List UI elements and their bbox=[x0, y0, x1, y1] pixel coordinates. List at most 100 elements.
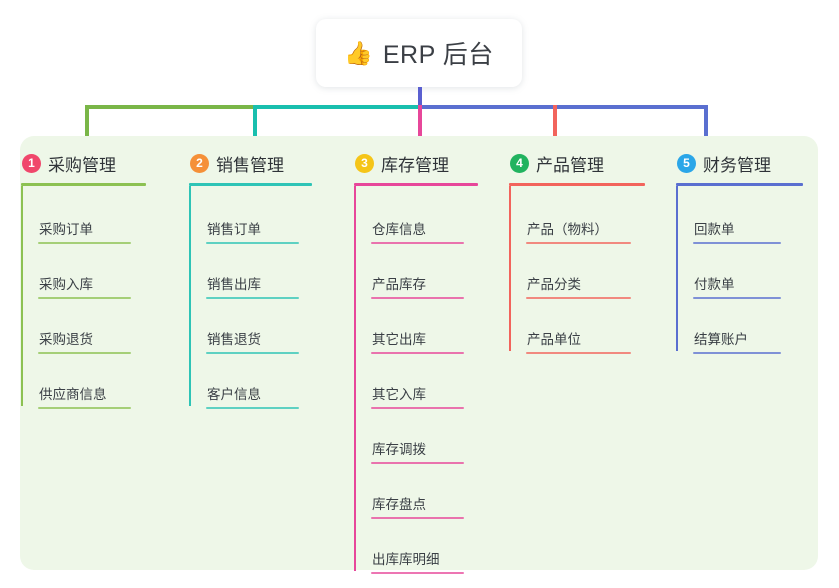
column-title-product: 产品管理 bbox=[536, 155, 604, 175]
segment-teal bbox=[253, 105, 420, 109]
column-spine-finance bbox=[676, 186, 678, 351]
column-title-finance: 财务管理 bbox=[703, 155, 771, 175]
menu-item-label: 采购退货 bbox=[39, 332, 93, 347]
menu-item[interactable]: 采购入库 bbox=[21, 244, 146, 299]
menu-item-rule bbox=[526, 297, 631, 299]
menu-item-rule bbox=[371, 297, 464, 299]
menu-item-rule bbox=[206, 242, 299, 244]
menu-item-rule bbox=[693, 242, 781, 244]
root-node[interactable]: 👍 ERP 后台 bbox=[316, 19, 522, 87]
column-items-sales: 销售订单销售出库销售退货客户信息 bbox=[189, 186, 312, 409]
menu-item[interactable]: 产品单位 bbox=[509, 299, 645, 354]
root-stem-connector bbox=[418, 87, 422, 107]
column-title-inventory: 库存管理 bbox=[381, 155, 449, 175]
menu-item-label: 产品单位 bbox=[527, 332, 581, 347]
column-header-purchasing[interactable]: 1 采购管理 bbox=[21, 150, 146, 176]
menu-item-label: 客户信息 bbox=[207, 387, 261, 402]
badge-number-product: 4 bbox=[510, 153, 529, 173]
menu-item[interactable]: 销售退货 bbox=[189, 299, 312, 354]
badge-number-finance: 5 bbox=[677, 153, 696, 173]
menu-item-rule bbox=[526, 242, 631, 244]
menu-item-rule bbox=[206, 297, 299, 299]
root-title: ERP 后台 bbox=[382, 41, 494, 69]
menu-item-rule bbox=[371, 572, 464, 574]
column-spine-sales bbox=[189, 186, 191, 406]
column-items-purchasing: 采购订单采购入库采购退货供应商信息 bbox=[21, 186, 146, 409]
menu-item[interactable]: 仓库信息 bbox=[354, 189, 478, 244]
menu-item[interactable]: 产品（物料） bbox=[509, 189, 645, 244]
menu-item[interactable]: 产品分类 bbox=[509, 244, 645, 299]
menu-item[interactable]: 客户信息 bbox=[189, 354, 312, 409]
menu-item[interactable]: 采购退货 bbox=[21, 299, 146, 354]
menu-item-rule bbox=[693, 352, 781, 354]
segment-blue bbox=[418, 105, 708, 109]
column-header-finance[interactable]: 5 财务管理 bbox=[676, 150, 803, 176]
column-finance: 5 财务管理回款单付款单结算账户 bbox=[676, 150, 803, 354]
drop-product bbox=[553, 105, 557, 149]
menu-item-label: 回款单 bbox=[694, 222, 735, 237]
menu-item-label: 仓库信息 bbox=[372, 222, 426, 237]
column-header-rule-inventory bbox=[354, 183, 478, 186]
column-header-rule-product bbox=[509, 183, 645, 186]
menu-item[interactable]: 供应商信息 bbox=[21, 354, 146, 409]
column-product: 4 产品管理产品（物料） 产品分类产品单位 bbox=[509, 150, 645, 354]
menu-item-label: 产品（物料） bbox=[527, 222, 608, 237]
menu-item-label: 其它入库 bbox=[372, 387, 426, 402]
menu-item[interactable]: 其它入库 bbox=[354, 354, 478, 409]
menu-item[interactable]: 结算账户 bbox=[676, 299, 803, 354]
menu-item-rule bbox=[693, 297, 781, 299]
menu-item-rule bbox=[38, 297, 131, 299]
column-items-product: 产品（物料） 产品分类产品单位 bbox=[509, 186, 645, 354]
menu-item[interactable]: 采购订单 bbox=[21, 189, 146, 244]
badge-number-inventory: 3 bbox=[355, 153, 374, 173]
menu-item-label: 付款单 bbox=[694, 277, 735, 292]
menu-item[interactable]: 销售订单 bbox=[189, 189, 312, 244]
menu-item-rule bbox=[206, 352, 299, 354]
column-title-purchasing: 采购管理 bbox=[48, 155, 116, 175]
column-purchasing: 1 采购管理采购订单采购入库采购退货供应商信息 bbox=[21, 150, 146, 409]
menu-item-label: 库存盘点 bbox=[372, 497, 426, 512]
menu-item-label: 销售出库 bbox=[207, 277, 261, 292]
menu-item-label: 供应商信息 bbox=[39, 387, 107, 402]
column-spine-product bbox=[509, 186, 511, 351]
menu-item-rule bbox=[371, 462, 464, 464]
menu-item[interactable]: 出库库明细 bbox=[354, 519, 478, 574]
menu-item-rule bbox=[38, 242, 131, 244]
menu-item[interactable]: 产品库存 bbox=[354, 244, 478, 299]
menu-item-label: 采购入库 bbox=[39, 277, 93, 292]
column-header-rule-finance bbox=[676, 183, 803, 186]
column-header-inventory[interactable]: 3 库存管理 bbox=[354, 150, 478, 176]
menu-item-rule bbox=[38, 407, 131, 409]
column-header-product[interactable]: 4 产品管理 bbox=[509, 150, 645, 176]
menu-item-label: 产品分类 bbox=[527, 277, 581, 292]
badge-number-purchasing: 1 bbox=[22, 153, 41, 173]
menu-item[interactable]: 库存盘点 bbox=[354, 464, 478, 519]
menu-item-rule bbox=[206, 407, 299, 409]
menu-item[interactable]: 其它出库 bbox=[354, 299, 478, 354]
menu-item-label: 销售订单 bbox=[207, 222, 261, 237]
menu-item[interactable]: 销售出库 bbox=[189, 244, 312, 299]
menu-item[interactable]: 付款单 bbox=[676, 244, 803, 299]
menu-item[interactable]: 库存调拨 bbox=[354, 409, 478, 464]
menu-item-rule bbox=[38, 352, 131, 354]
drop-purchasing bbox=[85, 105, 89, 149]
column-items-finance: 回款单付款单结算账户 bbox=[676, 186, 803, 354]
menu-item-rule bbox=[371, 517, 464, 519]
column-items-inventory: 仓库信息产品库存其它出库其它入库库存调拨库存盘点出库库明细 bbox=[354, 186, 478, 574]
column-inventory: 3 库存管理仓库信息产品库存其它出库其它入库库存调拨库存盘点出库库明细 bbox=[354, 150, 478, 574]
thumbs-up-icon: 👍 bbox=[344, 39, 373, 66]
badge-number-sales: 2 bbox=[190, 153, 209, 173]
menu-item-rule bbox=[371, 242, 464, 244]
column-header-rule-purchasing bbox=[21, 183, 146, 186]
menu-item-label: 销售退货 bbox=[207, 332, 261, 347]
menu-item-label: 其它出库 bbox=[372, 332, 426, 347]
menu-item-rule bbox=[371, 352, 464, 354]
menu-item[interactable]: 回款单 bbox=[676, 189, 803, 244]
menu-item-label: 库存调拨 bbox=[372, 442, 426, 457]
menu-item-rule bbox=[371, 407, 464, 409]
column-header-rule-sales bbox=[189, 183, 312, 186]
